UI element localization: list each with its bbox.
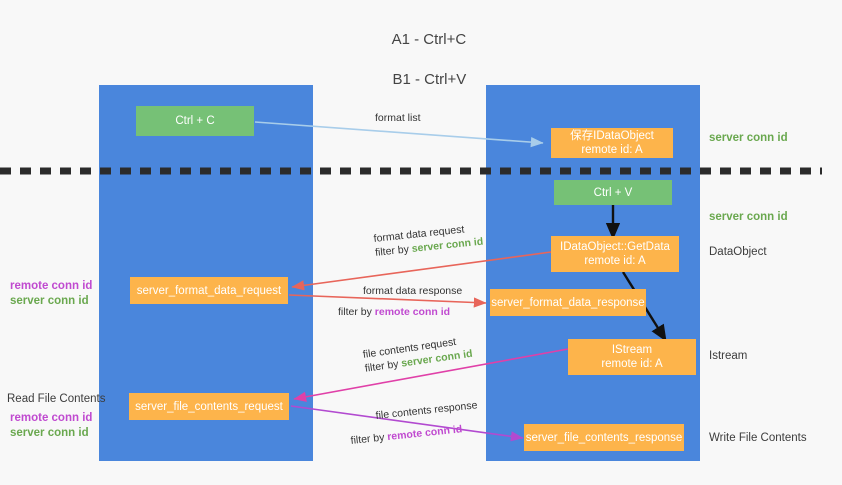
- box-ctrl-v-label: Ctrl + V: [593, 186, 633, 199]
- filter-prefix-2: filter by: [338, 306, 375, 318]
- note-server-conn-id-2: server conn id: [10, 427, 89, 439]
- box-istream-line2: remote id: A: [601, 358, 663, 370]
- box-server-format-data-request-label: server_format_data_request: [136, 284, 282, 297]
- box-server-format-data-response[interactable]: server_format_data_response: [490, 289, 646, 316]
- note-dataobject: DataObject: [709, 246, 767, 258]
- box-istream[interactable]: IStream remote id: A: [568, 339, 696, 375]
- edge-label-format-data-response-filter: filter by remote conn id: [338, 305, 450, 319]
- title-line-2: B1 - Ctrl+V: [392, 71, 467, 88]
- note-server-conn-id-1: server conn id: [10, 295, 89, 307]
- edge-label-format-data-response: format data response: [363, 285, 463, 297]
- box-save-idataobject-line1: 保存IDataObject: [570, 130, 654, 142]
- box-getdata-line2: remote id: A: [584, 255, 646, 267]
- note-write-file-contents: Write File Contents: [709, 432, 807, 444]
- box-ctrl-v[interactable]: Ctrl + V: [554, 180, 672, 205]
- box-save-idataobject[interactable]: 保存IDataObject remote id: A: [551, 128, 673, 158]
- title-line-1: A1 - Ctrl+C: [391, 31, 467, 48]
- box-server-file-contents-response[interactable]: server_file_contents_response: [524, 424, 684, 451]
- edge-label-format-list: format list: [375, 112, 421, 124]
- note-read-file-contents: Read File Contents: [7, 393, 106, 405]
- diagram-title: A1 - Ctrl+C B1 - Ctrl+V: [0, 10, 842, 110]
- box-server-format-data-request[interactable]: server_format_data_request: [130, 277, 288, 304]
- arrow-format-list: [254, 121, 544, 148]
- note-remote-conn-id-1: remote conn id: [10, 280, 93, 292]
- box-save-idataobject-line2: remote id: A: [581, 144, 643, 156]
- box-idataobject-getdata[interactable]: IDataObject::GetData remote id: A: [551, 236, 679, 272]
- arrow-format-data-request: [291, 251, 552, 291]
- box-server-file-contents-request[interactable]: server_file_contents_request: [129, 393, 289, 420]
- box-ctrl-c[interactable]: Ctrl + C: [136, 106, 254, 136]
- note-istream: Istream: [709, 350, 748, 362]
- box-getdata-line1: IDataObject::GetData: [560, 241, 670, 253]
- arrow-file-contents-response: [290, 405, 524, 442]
- arrow-file-contents-request: [293, 348, 569, 402]
- filter-value-remote-conn-id-1: remote conn id: [374, 306, 451, 318]
- box-server-file-contents-request-label: server_file_contents_request: [135, 400, 283, 413]
- note-remote-conn-id-2: remote conn id: [10, 412, 93, 424]
- arrow-format-data-response: [288, 294, 487, 308]
- box-istream-line1: IStream: [611, 344, 653, 356]
- note-server-conn-id-top: server conn id: [709, 132, 788, 144]
- box-server-format-data-response-label: server_format_data_response: [491, 296, 645, 309]
- note-server-conn-id-mid: server conn id: [709, 211, 788, 223]
- filter-prefix-1: filter by: [374, 243, 413, 259]
- box-server-file-contents-response-label: server_file_contents_response: [525, 431, 683, 444]
- filter-prefix-4: filter by: [350, 431, 388, 447]
- box-ctrl-c-label: Ctrl + C: [175, 115, 215, 127]
